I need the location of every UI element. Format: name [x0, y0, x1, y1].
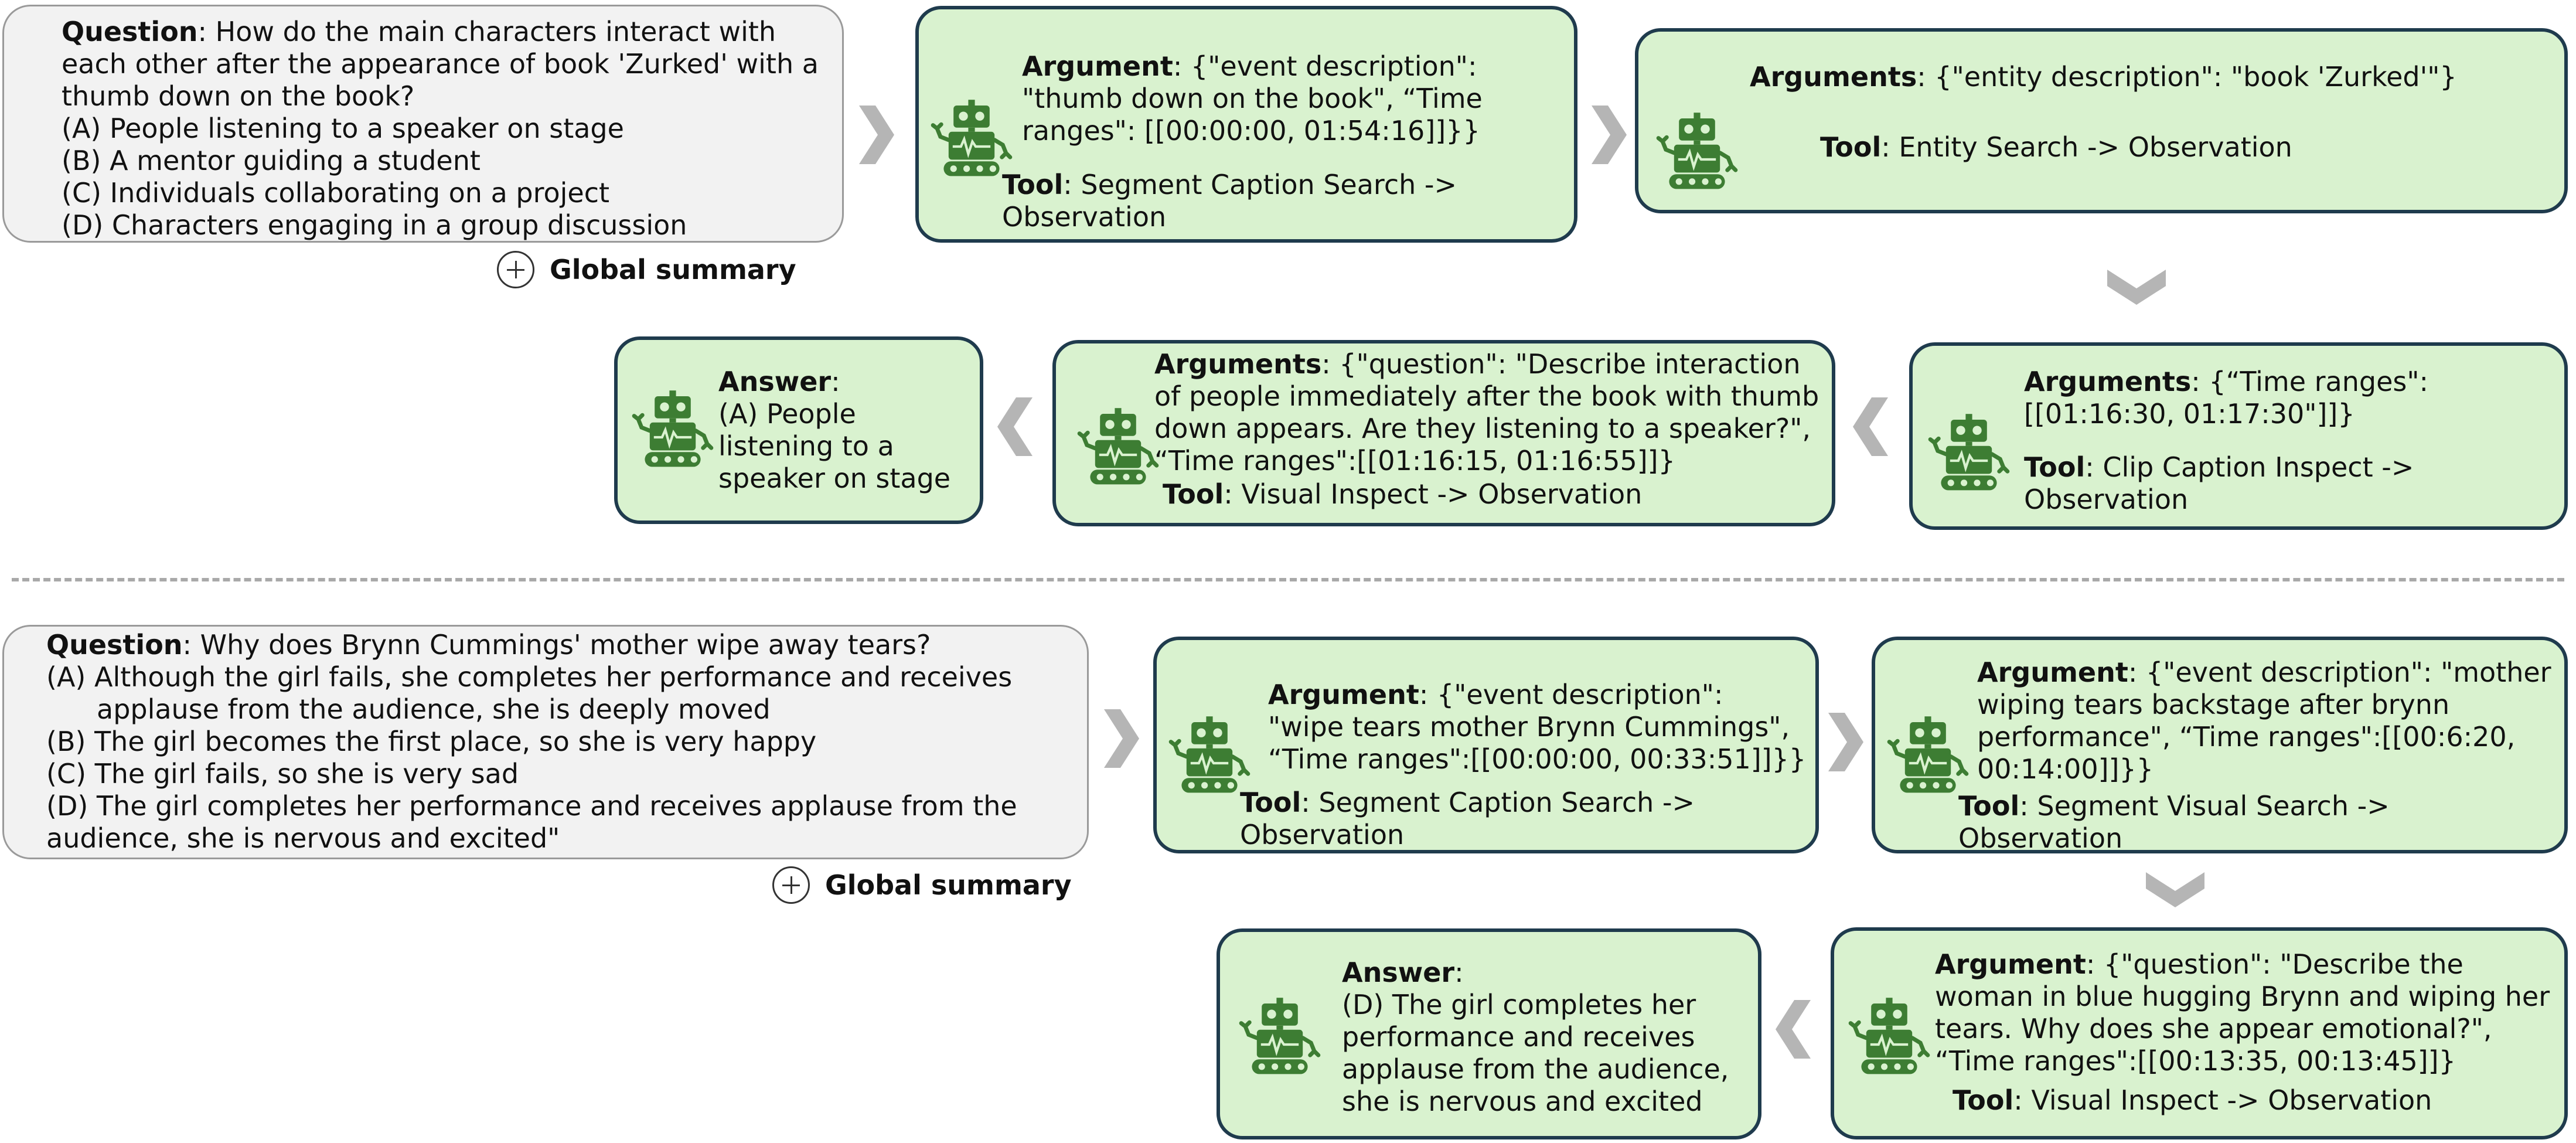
bottom-option-a: (A) Although the girl fails, she complet…: [46, 661, 1013, 725]
top-option-c: (C) Individuals collaborating on a proje…: [62, 177, 610, 209]
top-question: Question: How do the main characters int…: [62, 16, 819, 112]
robot-icon: [1848, 995, 1930, 1077]
top-answer-box: Answer: (A) People listening to a speake…: [614, 336, 983, 524]
bottom-global-summary: Global summary: [772, 866, 1072, 904]
top-step1-tool: Tool: Segment Caption Search -> Observat…: [1002, 169, 1457, 233]
top-step2-box: Arguments: {"entity description": "book …: [1635, 28, 2568, 213]
bottom-step2-argument: Argument: {"event description": "mother …: [1977, 656, 2551, 785]
top-step1-box: Argument: {"event description": "thumb d…: [915, 6, 1577, 243]
chevron-left-icon: [1776, 1000, 1811, 1059]
chevron-left-icon: [997, 397, 1033, 456]
bottom-option-d: (D) The girl completes her performance a…: [46, 790, 1017, 854]
chevron-right-icon: [1104, 709, 1139, 768]
top-global-summary: Global summary: [497, 251, 796, 288]
chevron-right-icon: [1592, 106, 1627, 164]
robot-icon: [1887, 714, 1969, 796]
bottom-step3-tool: Tool: Visual Inspect -> Observation: [1953, 1084, 2432, 1116]
plus-icon: [772, 866, 810, 904]
bottom-step1-tool: Tool: Segment Caption Search -> Observat…: [1240, 787, 1695, 851]
top-step2-argument: Arguments: {"entity description": "book …: [1750, 61, 2457, 93]
robot-icon: [632, 388, 714, 470]
robot-icon: [1656, 110, 1738, 192]
robot-icon: [1239, 995, 1321, 1077]
top-step2-tool: Tool: Entity Search -> Observation: [1820, 131, 2292, 163]
top-option-b: (B) A mentor guiding a student: [62, 145, 481, 176]
top-step1-argument: Argument: {"event description": "thumb d…: [1022, 50, 1483, 147]
robot-icon: [1077, 406, 1159, 488]
bottom-answer-box: Answer: (D) The girl completes her perfo…: [1217, 928, 1761, 1139]
top-step3-argument: Arguments: {“Time ranges":[[01:16:30, 01…: [2024, 366, 2429, 430]
top-step4-tool: Tool: Visual Inspect -> Observation: [1163, 478, 1643, 510]
bottom-step2-tool: Tool: Segment Visual Search -> Observati…: [1958, 790, 2390, 854]
robot-icon: [1168, 714, 1250, 796]
bottom-step2-box: Argument: {"event description": "mother …: [1872, 637, 2568, 854]
chevron-left-icon: [1853, 397, 1888, 456]
top-step4-argument: Arguments: {"question": "Describe intera…: [1154, 348, 1819, 477]
chevron-down-icon: [2107, 270, 2166, 305]
robot-icon: [931, 97, 1013, 179]
top-step4-box: Arguments: {"question": "Describe intera…: [1052, 340, 1835, 526]
plus-icon: [497, 251, 534, 288]
top-option-a: (A) People listening to a speaker on sta…: [62, 113, 624, 144]
robot-icon: [1928, 411, 2010, 494]
top-question-box: Question: How do the main characters int…: [2, 5, 844, 243]
bottom-question-box: Question: Why does Brynn Cummings' mothe…: [2, 625, 1089, 859]
bottom-option-b: (B) The girl becomes the first place, so…: [46, 726, 817, 757]
bottom-step1-argument: Argument: {"event description": "wipe te…: [1268, 679, 1807, 775]
bottom-step1-box: Argument: {"event description": "wipe te…: [1153, 637, 1819, 853]
bottom-question: Question: Why does Brynn Cummings' mothe…: [46, 629, 931, 661]
bottom-step3-argument: Argument: {"question": "Describe the wom…: [1935, 948, 2550, 1077]
bottom-option-c: (C) The girl fails, so she is very sad: [46, 758, 519, 790]
top-step3-tool: Tool: Clip Caption Inspect -> Observatio…: [2024, 451, 2414, 515]
top-step3-box: Arguments: {“Time ranges":[[01:16:30, 01…: [1909, 342, 2568, 530]
bottom-step3-box: Argument: {"question": "Describe the wom…: [1831, 927, 2568, 1139]
chevron-down-icon: [2146, 872, 2204, 907]
chevron-right-icon: [859, 106, 894, 164]
bottom-answer: Answer: (D) The girl completes her perfo…: [1342, 957, 1729, 1117]
top-option-d: (D) Characters engaging in a group discu…: [62, 209, 687, 241]
chevron-right-icon: [1828, 713, 1863, 771]
top-answer: Answer: (A) People listening to a speake…: [718, 366, 951, 494]
section-divider: [12, 578, 2564, 581]
